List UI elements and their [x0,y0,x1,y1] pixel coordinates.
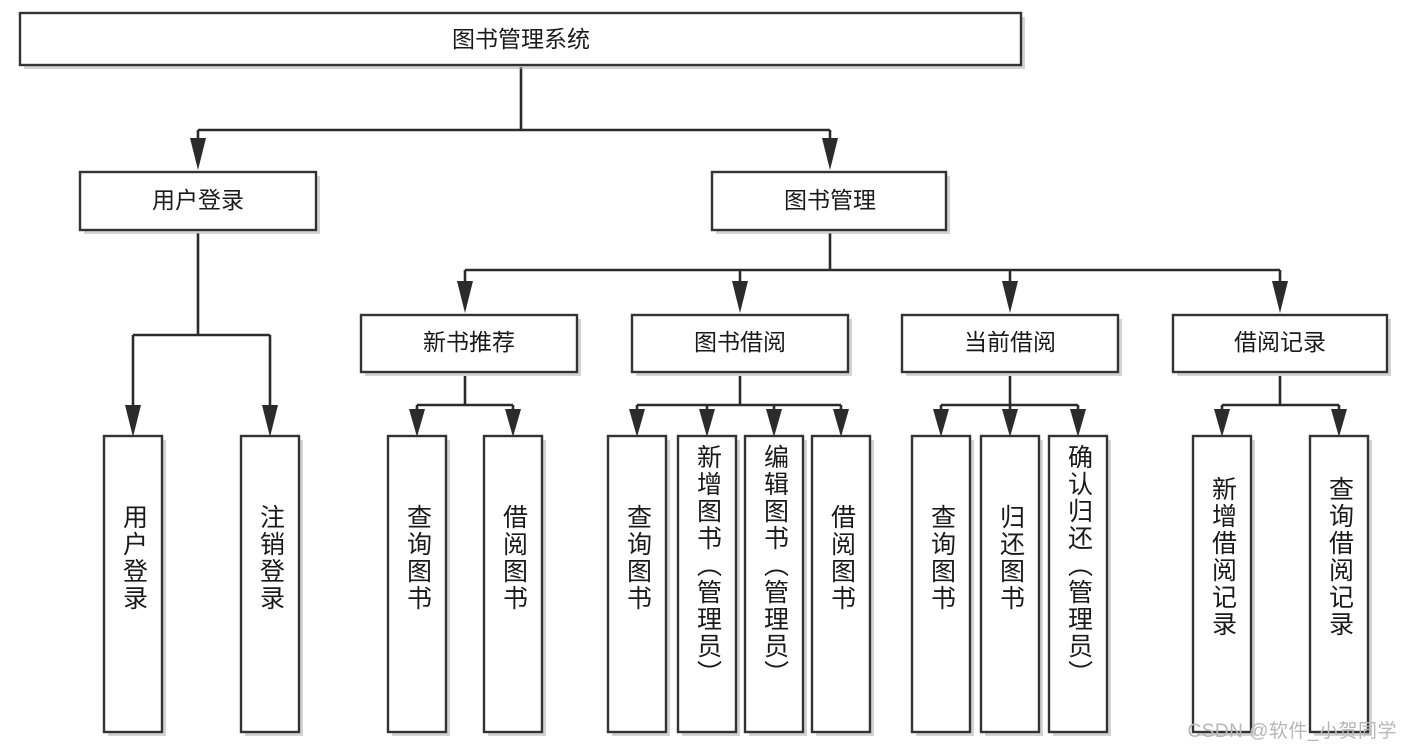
node-current-borrow-label: 当前借阅 [964,329,1056,355]
leaf-box-query-books-2[interactable] [606,434,668,734]
node-book-borrow-label: 图书借阅 [694,329,786,355]
arrow-head-borrow-1 [629,409,645,437]
node-book-management-label: 图书管理 [784,187,876,213]
node-book-management[interactable]: 图书管理 [710,170,950,234]
arrow-head-borrow-4 [833,409,849,437]
connector-group-new-books [409,376,521,437]
arrow-head-current-3 [1070,409,1086,437]
leaf-box-return-books[interactable] [979,434,1041,734]
node-new-book-recommend-label: 新书推荐 [423,329,515,355]
arrow-head-records-2 [1331,409,1347,437]
arrow-head-bookmgmt-2 [732,281,748,313]
leaf-box-logout[interactable] [239,434,301,734]
leaf-box-add-borrow-record[interactable] [1191,434,1253,734]
leaf-box-user-login[interactable] [102,434,164,734]
node-borrow-records-label: 借阅记录 [1234,329,1326,355]
arrow-head-bookmgmt-3 [1002,281,1018,313]
node-book-management-box[interactable] [710,170,948,232]
arrow-head-bookmgmt-4 [1272,281,1288,313]
leaf-box-borrow-books-1[interactable] [482,434,544,734]
connector-group-user-login [125,233,278,437]
node-root-label: 图书管理系统 [452,26,590,52]
leaf-box-query-books-3[interactable] [910,434,972,734]
node-borrow-records[interactable]: 借阅记录 [1171,313,1391,376]
leaf-box-borrow-books-2[interactable] [810,434,872,734]
arrow-head-current-2 [1002,409,1018,437]
leaf-box-query-books-1[interactable] [386,434,448,734]
arrow-head-newbooks-1 [409,409,425,437]
node-current-borrow-box[interactable] [900,313,1120,374]
node-new-book-recommend[interactable]: 新书推荐 [359,313,581,376]
leaf-box-confirm-return-admin[interactable] [1047,434,1109,734]
arrow-head-userlogin-1 [125,405,141,437]
node-user-login-label: 用户登录 [152,187,244,213]
connector-group-current [933,376,1086,437]
arrow-head-borrow-2 [699,409,715,437]
node-book-borrow-box[interactable] [630,313,850,374]
node-book-borrow[interactable]: 图书借阅 [630,313,852,376]
connector-group-root [190,67,838,170]
arrow-head-newbooks-2 [505,409,521,437]
node-user-login[interactable]: 用户登录 [78,170,320,234]
leaf-box-edit-book-admin[interactable] [743,434,805,734]
leaf-box-add-book-admin[interactable] [676,434,738,734]
arrow-head-current-1 [933,409,949,437]
node-root[interactable]: 图书管理系统 [18,11,1025,69]
arrow-head-records-1 [1214,409,1230,437]
arrow-head-root-2 [822,138,838,170]
node-borrow-records-box[interactable] [1171,313,1389,374]
node-user-login-box[interactable] [78,170,318,232]
connector-group-records [1214,376,1347,437]
connector-group-borrow [629,376,849,437]
csdn-watermark: CSDN @软件_小贺同学 [1187,721,1397,742]
leaf-box-query-borrow-record[interactable] [1308,434,1370,734]
arrow-head-bookmgmt-1 [457,281,473,313]
node-root-box[interactable] [18,11,1023,67]
arrow-head-borrow-3 [766,409,782,437]
node-new-book-recommend-box[interactable] [359,313,579,374]
connector-group-book-mgmt [457,233,1288,313]
arrow-head-userlogin-2 [262,405,278,437]
leaf-boxes [102,434,1372,736]
arrow-head-root-1 [190,138,206,170]
node-current-borrow[interactable]: 当前借阅 [900,313,1122,376]
